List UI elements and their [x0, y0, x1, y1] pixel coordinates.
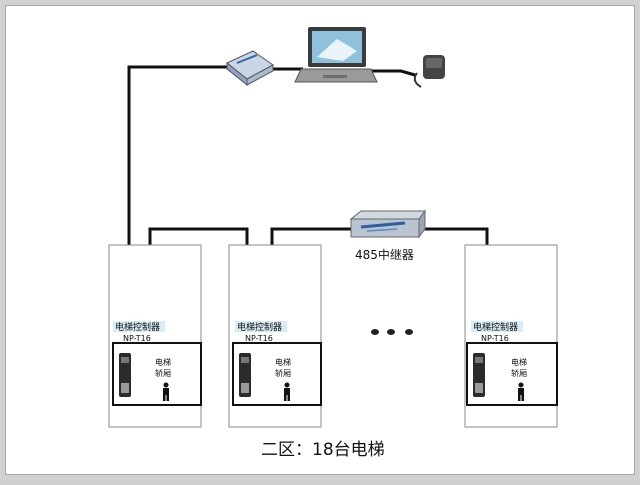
cabin-label-line1: 电梯	[155, 357, 171, 367]
network-diagram: 485中继器 电梯控制器 NP-T16 电梯 轿厢 电梯控制器 NP-T16 电…	[108, 27, 558, 460]
cabin-label-line2: 轿厢	[155, 368, 171, 378]
controller-label-bg	[235, 321, 287, 332]
elevator-unit-3: 电梯控制器 NP-T16 电梯 轿厢	[464, 244, 558, 428]
cable-converter-elevator1	[127, 65, 233, 323]
elevator-unit-1: 电梯控制器 NP-T16 电梯 轿厢	[108, 244, 202, 428]
controller-label: 电梯控制器	[473, 321, 518, 333]
repeater-label: 485中继器	[355, 247, 414, 262]
person-icon	[518, 382, 524, 401]
cable-laptop-adapter	[371, 69, 416, 77]
diagram-caption: 二区：18台电梯	[261, 440, 385, 460]
cabin-label-line1: 电梯	[275, 357, 291, 367]
converter-device	[226, 50, 274, 87]
person-icon	[163, 382, 169, 401]
controller-model: NP-T16	[481, 334, 509, 343]
more-elevators-ellipsis	[371, 329, 413, 335]
person-icon	[284, 382, 290, 401]
controller-label-bg	[113, 321, 165, 332]
cabin-label-line1: 电梯	[511, 357, 527, 367]
controller-model: NP-T16	[245, 334, 273, 343]
cabin-label-line2: 轿厢	[275, 368, 291, 378]
elevator-unit-2: 电梯控制器 NP-T16 电梯 轿厢	[228, 244, 322, 428]
controller-label-bg	[471, 321, 523, 332]
power-adapter-icon	[413, 55, 445, 88]
repeater-device	[349, 209, 426, 239]
controller-model: NP-T16	[123, 334, 151, 343]
controller-label: 电梯控制器	[237, 321, 282, 333]
cabin-label-line2: 轿厢	[511, 368, 527, 378]
laptop-icon	[294, 27, 378, 83]
controller-label: 电梯控制器	[115, 321, 160, 333]
